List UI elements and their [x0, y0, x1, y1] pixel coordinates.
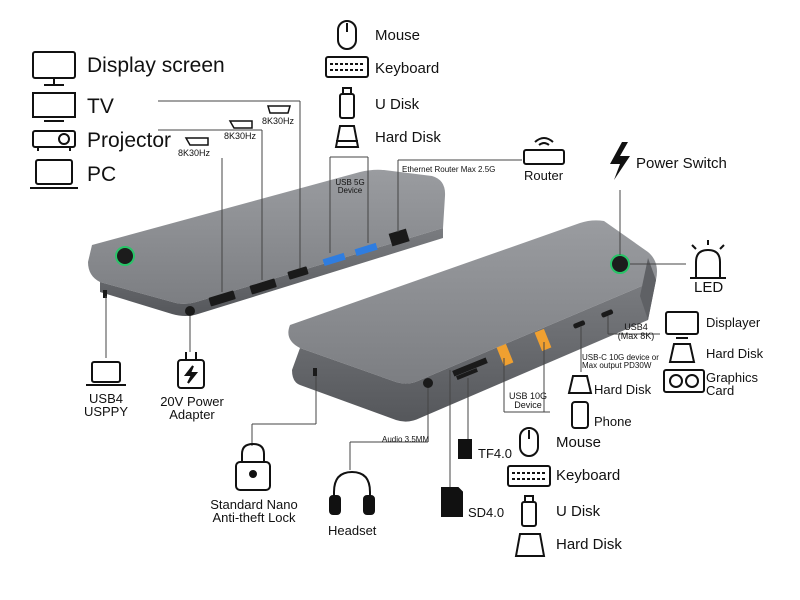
dp-mini-icon: [184, 137, 209, 146]
harddisk-label-top: Hard Disk: [375, 129, 441, 146]
graphics-card-icon: [663, 369, 705, 393]
udisk-label-bottom: U Disk: [556, 503, 601, 520]
hard-disk-icon: [514, 533, 546, 557]
projector-label: Projector: [87, 129, 172, 152]
usb4-right-label: USB4(Max 8K): [617, 322, 655, 341]
usb-drive-icon: [339, 87, 355, 119]
laptop-icon: [86, 361, 126, 386]
tf-slot: [456, 368, 478, 380]
back-dock: [88, 169, 446, 316]
dp-mini-icon: [228, 120, 253, 129]
router-icon: [523, 137, 565, 165]
power-adapter-icon: [177, 352, 205, 389]
mouse-icon: [519, 427, 539, 457]
tv-label: TV: [87, 95, 114, 118]
hard-disk-icon: [567, 375, 593, 394]
harddisk-label-bottom: Hard Disk: [556, 536, 622, 553]
harddisk-label-usbc: Hard Disk: [594, 382, 652, 397]
power-button-back[interactable]: [115, 246, 135, 266]
laptop-icon: [30, 159, 78, 189]
router-label: Router: [524, 168, 564, 183]
audio-jack: [423, 378, 433, 388]
ethernet-port: [388, 228, 410, 247]
displayer-icon: [665, 311, 699, 339]
lock-icon: [235, 442, 271, 491]
phone-label: Phone: [594, 414, 632, 429]
audio-label: Audio 3.5MM: [382, 435, 430, 444]
headset-icon: [329, 470, 375, 515]
keyboard-icon: [325, 56, 369, 78]
phone-icon: [571, 401, 589, 429]
projector-icon: [32, 130, 76, 151]
usb-c-port: [573, 320, 586, 329]
usb-a-blue-2: [354, 242, 378, 257]
dc-port: [185, 306, 195, 316]
mouse-label-top: Mouse: [375, 27, 421, 44]
usb4-port: [601, 309, 614, 318]
sd-label: SD4.0: [468, 505, 505, 520]
tv-icon: [32, 92, 76, 122]
display-screen-icon: [32, 51, 76, 86]
tf-card-icon: [458, 439, 472, 459]
dp1-resolution-label: 8K30Hz: [178, 148, 211, 158]
power-button-front[interactable]: [610, 254, 630, 274]
dp-port-2: [249, 278, 277, 295]
keyboard-icon: [507, 465, 551, 487]
sd-slot: [452, 357, 488, 377]
usb-a-blue-1: [322, 252, 346, 267]
usb-a-orange-1: [496, 343, 514, 367]
tf-label: TF4.0: [478, 446, 512, 461]
sd-card-icon: [441, 487, 463, 517]
lightning-icon: [610, 142, 630, 180]
ethernet-label: Ethernet Router Max 2.5G: [402, 165, 496, 174]
displayer-label: Displayer: [706, 315, 761, 330]
usb4-port-side: [103, 290, 107, 298]
front-dock: [288, 220, 657, 422]
dp2-resolution-label: 8K30Hz: [224, 131, 257, 141]
led-label: LED: [694, 279, 724, 296]
power-switch-label: Power Switch: [636, 155, 727, 172]
hdmi-resolution-label: 8K30Hz: [262, 116, 295, 126]
udisk-label-top: U Disk: [375, 96, 420, 113]
hdmi-mini-icon: [267, 105, 291, 114]
mouse-label-bottom: Mouse: [556, 434, 602, 451]
connection-lines: [105, 100, 686, 488]
usb-a-orange-2: [534, 328, 552, 352]
hdmi-port: [287, 266, 309, 280]
lock-slot: [313, 368, 317, 376]
led-icon: [690, 240, 726, 279]
display-screen-label: Display screen: [87, 54, 225, 77]
keyboard-label-bottom: Keyboard: [556, 467, 621, 484]
pc-label: PC: [87, 163, 117, 186]
usb-drive-icon: [521, 495, 537, 527]
dp-port-1: [208, 290, 236, 307]
hard-disk-icon: [334, 125, 360, 148]
harddisk-label-right: Hard Disk: [706, 346, 764, 361]
mouse-icon: [337, 20, 357, 50]
headset-label: Headset: [328, 523, 377, 538]
hard-disk-icon: [668, 343, 696, 363]
keyboard-label-top: Keyboard: [375, 60, 440, 77]
